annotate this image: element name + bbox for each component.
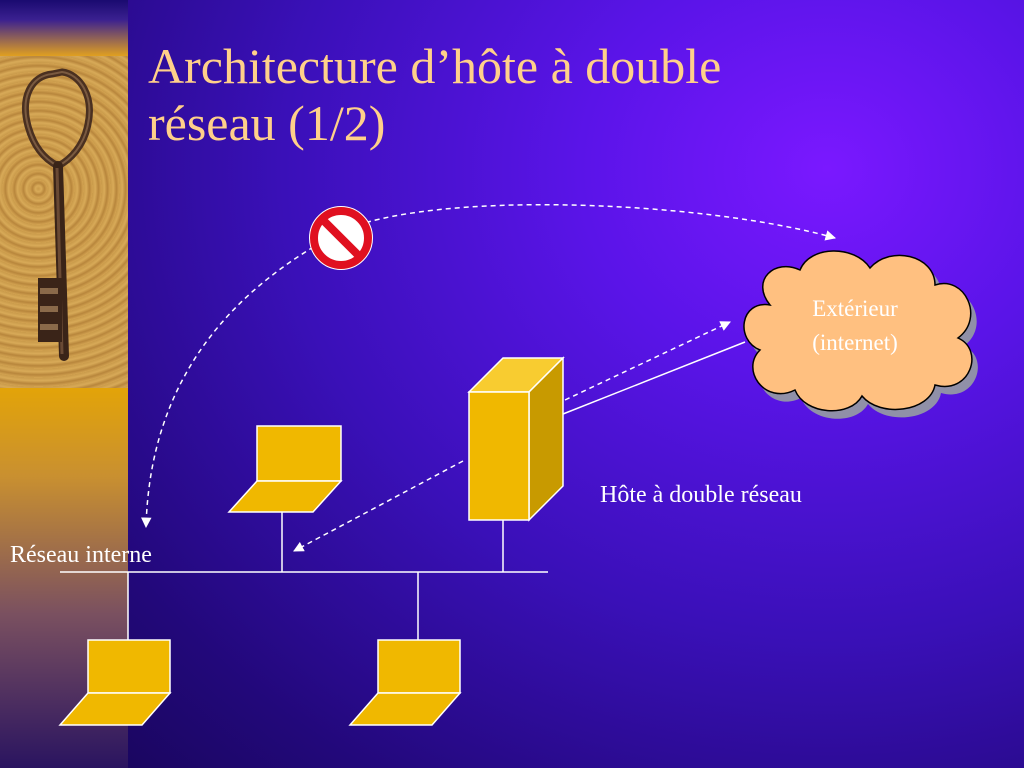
cloud-label-line-2: (internet) xyxy=(812,330,898,355)
laptop-top xyxy=(227,425,343,513)
key-image xyxy=(0,56,128,388)
slide-title: Architecture d’hôte à double réseau (1/2… xyxy=(148,38,968,152)
top-decor-strip xyxy=(0,0,128,56)
cloud-label: Extérieur (internet) xyxy=(775,292,935,360)
title-line-1: Architecture d’hôte à double xyxy=(148,38,722,94)
internet-cloud-shape xyxy=(743,250,973,412)
cloud-label-line-1: Extérieur xyxy=(812,296,898,321)
host-internet-link xyxy=(562,341,746,415)
key-icon xyxy=(22,68,93,361)
arrow-host-to-internet xyxy=(564,321,731,401)
dual-homed-host xyxy=(467,356,565,522)
laptop-bottom-left xyxy=(58,639,172,726)
laptop-bottom-right xyxy=(348,639,462,726)
title-line-2: réseau (1/2) xyxy=(148,95,386,151)
network-label: Réseau interne xyxy=(10,542,152,568)
host-label: Hôte à double réseau xyxy=(600,482,802,508)
no-entry-icon xyxy=(309,206,373,270)
